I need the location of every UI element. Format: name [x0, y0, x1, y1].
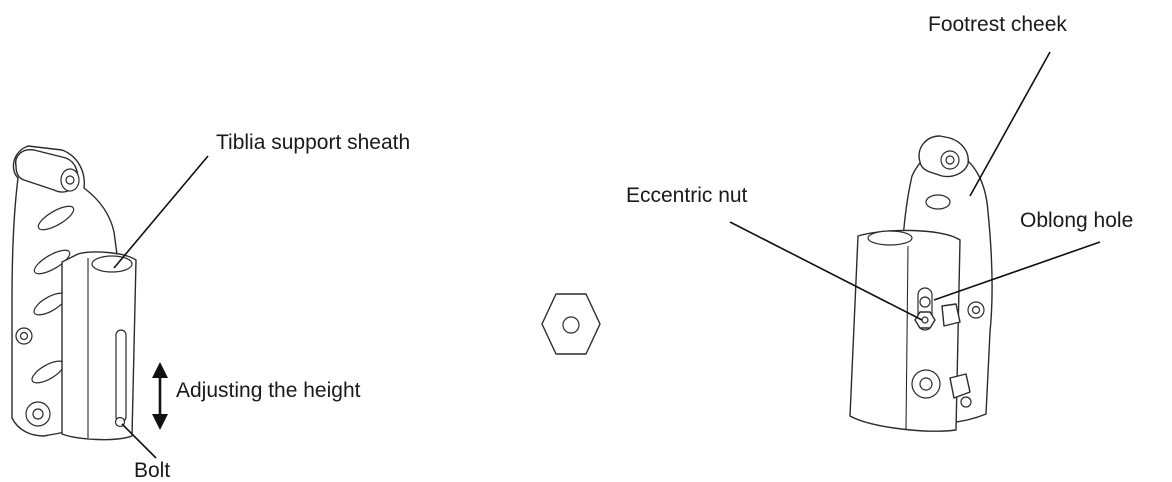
label-bolt: Bolt [134, 459, 171, 482]
leader-tibia-sheath [113, 155, 209, 269]
leader-bolt [121, 423, 157, 459]
left-slot-2 [33, 249, 71, 275]
hex-nut-icon [541, 293, 601, 355]
left-slot-1 [37, 205, 75, 231]
label-adjusting-height: Adjusting the height [176, 379, 361, 402]
left-footrest-assembly [11, 145, 137, 441]
leader-footrest-cheek [969, 51, 1051, 197]
label-footrest-cheek: Footrest cheek [928, 13, 1067, 36]
label-oblong-hole: Oblong hole [1020, 209, 1134, 232]
right-slot-1 [925, 194, 951, 210]
leader-oblong-hole [933, 241, 1101, 301]
left-top-pin-center [65, 175, 75, 185]
left-sheath-slot [115, 329, 127, 423]
vertical-double-arrow-icon [152, 362, 168, 430]
leader-eccentric-nut [729, 221, 923, 321]
left-sheath-opening [91, 255, 133, 273]
right-sheath [849, 229, 961, 432]
label-eccentric-nut: Eccentric nut [626, 184, 748, 207]
label-tibia-sheath: Tiblia support sheath [216, 131, 411, 154]
right-footrest-assembly [849, 135, 993, 432]
